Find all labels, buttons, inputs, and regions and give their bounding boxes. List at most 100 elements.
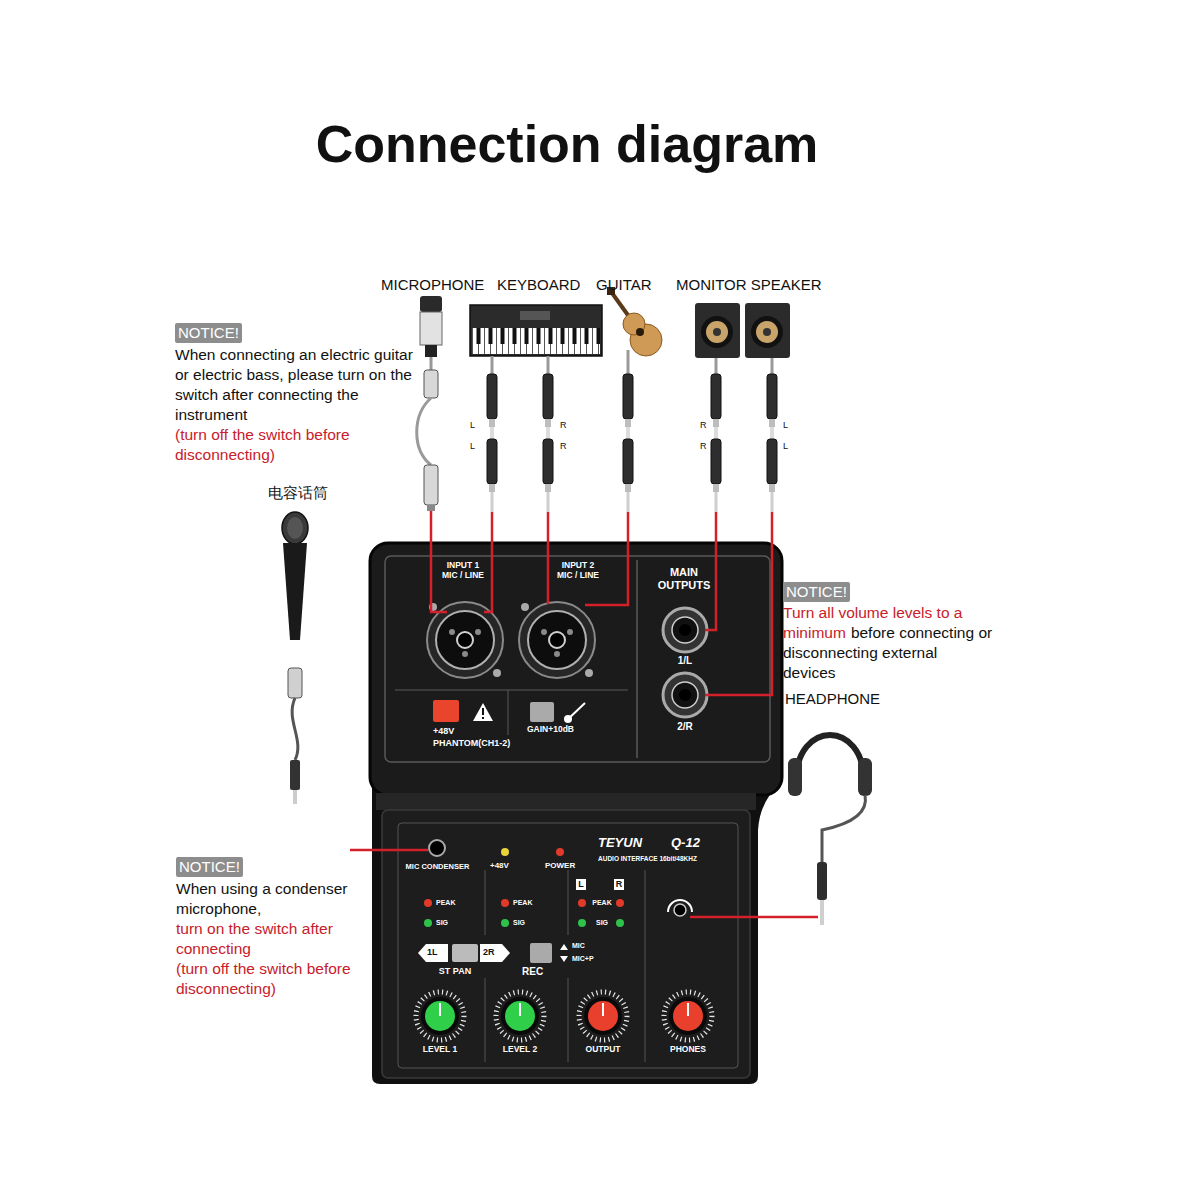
channel-letter: R	[560, 420, 567, 430]
notice-heading: NOTICE!	[178, 324, 239, 341]
cable-stub	[491, 356, 494, 362]
cable-stub	[627, 350, 630, 362]
switch-label: 2R	[483, 947, 495, 957]
jack-screws	[585, 669, 593, 677]
red-wires	[431, 511, 447, 612]
knobs	[687, 1003, 689, 1016]
red-wires	[350, 511, 818, 917]
device-label: MONITOR SPEAKER	[676, 276, 822, 293]
cable-stub	[715, 358, 718, 362]
channel-letter: R	[560, 441, 567, 451]
diagram-title: Connection diagram	[0, 112, 1134, 176]
knob-scale	[496, 992, 544, 1040]
lower-panel-details	[616, 899, 624, 907]
notice-badge: NOTICE!	[783, 582, 850, 602]
speaker-icon	[751, 316, 783, 348]
lower-panel-details	[568, 870, 569, 935]
xlr-cable	[430, 357, 433, 370]
switch-label: REC	[522, 966, 543, 978]
output-jacks	[663, 608, 707, 652]
led-label: PEAK	[588, 899, 616, 907]
speaker-icon	[701, 316, 733, 348]
panel-buttons	[433, 700, 585, 723]
knob-scale	[416, 992, 464, 1040]
condenser-mic-icon	[292, 698, 298, 760]
red-wires	[547, 512, 550, 604]
lower-panel-details	[501, 919, 509, 927]
notice-badge: NOTICE!	[176, 857, 243, 877]
knobs	[425, 1001, 703, 1031]
jack-label: MAIN OUTPUTS	[654, 566, 714, 591]
channel-letter: L	[783, 441, 788, 451]
headphone-icon	[788, 758, 802, 796]
knobs	[602, 1003, 604, 1016]
jack-cable	[711, 362, 721, 512]
led-label: SIG	[513, 919, 525, 927]
lower-panel-details	[674, 904, 686, 916]
notice-badge: NOTICE!	[175, 323, 242, 343]
knob-label: LEVEL 1	[405, 1045, 475, 1055]
jack-cable	[487, 362, 497, 512]
xlr-cable	[424, 370, 438, 398]
red-wires	[585, 512, 628, 605]
condenser-mic-icon	[288, 668, 302, 698]
xlr-cable	[417, 357, 438, 511]
panel-buttons	[482, 717, 484, 719]
channel-letter: L	[470, 441, 475, 451]
led-label: +48V	[490, 861, 509, 870]
jack-screws	[521, 603, 529, 611]
red-wires	[705, 512, 772, 695]
mixer-housing	[376, 793, 756, 810]
output-jacks	[679, 624, 691, 636]
knobs	[673, 1001, 703, 1031]
notice-text: turn on the switch after connecting	[176, 919, 376, 959]
jack-label: INPUT 1 MIC / LINE	[438, 561, 488, 581]
output-jacks	[672, 682, 698, 708]
combo-jack	[427, 602, 503, 678]
guitar-icon	[623, 313, 645, 335]
speaker-icon	[706, 321, 728, 343]
knob-scale	[579, 992, 627, 1040]
notice-text: When using a condenser microphone,	[176, 879, 376, 919]
knobs	[588, 1001, 618, 1031]
xlr-cable	[424, 465, 438, 505]
panel-buttons	[530, 702, 554, 722]
mixer-housing	[395, 690, 628, 691]
mixer-housing	[636, 560, 638, 758]
knobs	[505, 1001, 535, 1031]
lower-panel-details	[614, 879, 624, 890]
led-label: PEAK	[436, 899, 455, 907]
mixer-housing	[382, 810, 750, 1078]
jack-label: 2/R	[672, 721, 698, 733]
lower-panel-details	[501, 848, 509, 856]
switch-label: MIC	[572, 942, 585, 950]
led-label: PEAK	[513, 899, 532, 907]
notice-block: When connecting an electric guitar or el…	[175, 345, 413, 465]
lower-panel-details	[578, 919, 586, 927]
notice-text: (turn off the switch before disconnectin…	[175, 425, 413, 465]
lower-panel-details	[452, 944, 478, 962]
combo-jack	[519, 602, 595, 678]
mixer-housing	[385, 556, 770, 762]
lower-panel-details	[418, 944, 448, 962]
keyboard-icon	[472, 328, 600, 354]
lower-panel-details	[424, 919, 432, 927]
lower-panel-details	[560, 944, 568, 950]
lower-panel-details	[576, 879, 586, 890]
led-label: SIG	[436, 919, 448, 927]
lower-panel-details	[424, 899, 432, 907]
device-label: 电容话筒	[268, 484, 328, 501]
channel-letter: L	[470, 420, 475, 430]
notice-heading: NOTICE!	[179, 858, 240, 875]
speaker-icon	[713, 328, 721, 336]
lower-panel-details	[530, 943, 552, 963]
xlr-cable	[417, 398, 431, 465]
channel-letter: R	[700, 420, 707, 430]
switch-label: ST PAN	[420, 966, 490, 976]
headphone-icon	[797, 735, 863, 775]
channel-letter: R	[700, 441, 707, 451]
knobs	[425, 1001, 455, 1031]
channel-letter: L	[783, 420, 788, 430]
lower-panel-details	[429, 840, 445, 856]
